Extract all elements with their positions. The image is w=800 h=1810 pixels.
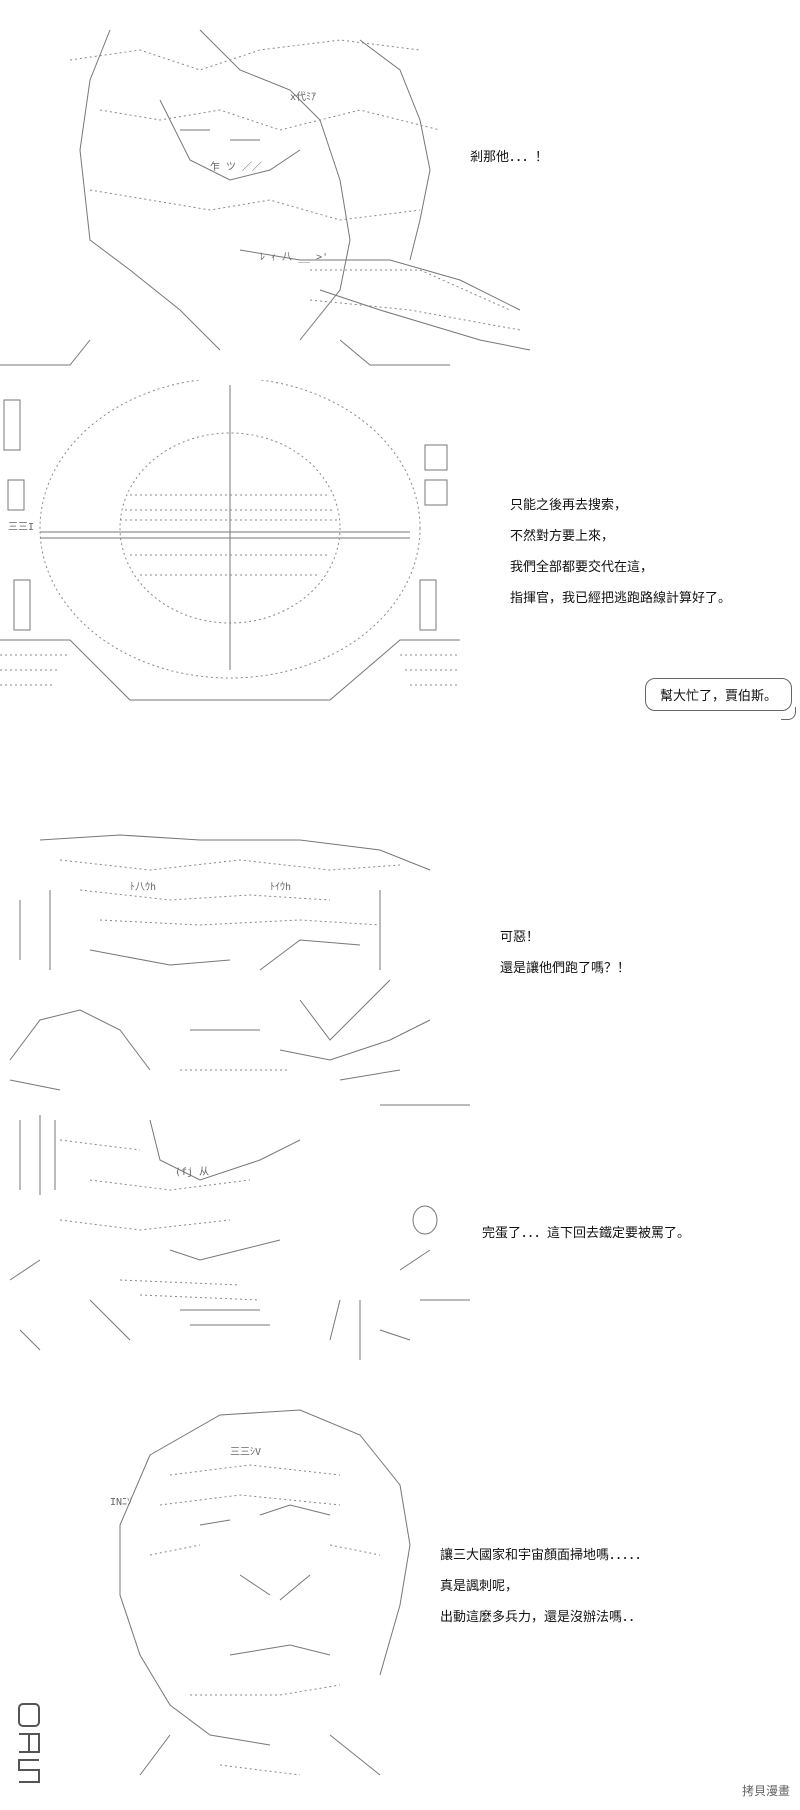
- dialog-line: 出動這麼多兵力，還是沒辦法嗎．．: [440, 1610, 642, 1625]
- dialog-line: 指揮官，我已經把逃跑路線計算好了。: [510, 591, 732, 606]
- svg-text:(fj 从: (fj 从: [175, 1167, 209, 1178]
- ascii-art-character-5: 三三ｼV INﾆｿ: [80, 1395, 440, 1795]
- panel-1: 乍 ツ ／／ ﾚ ｨ 八 __ >' x代ﾐｱ 剎那他．．．！: [0, 0, 800, 380]
- dialog-line: 不然對方要上來，: [510, 529, 615, 544]
- ascii-art-character-1: 乍 ツ ／／ ﾚ ｨ 八 __ >' x代ﾐｱ: [60, 10, 540, 380]
- svg-text:x代ﾐｱ: x代ﾐｱ: [290, 91, 316, 103]
- watermark: 拷貝漫畫: [741, 1784, 790, 1798]
- ascii-art-character-3: ﾄ八ｳh ﾄｲｳh: [0, 830, 450, 1100]
- svg-text:INﾆｿ: INﾆｿ: [110, 1497, 132, 1508]
- panel-3-dialog: 可惡！ 還是讓他們跑了嗎？！: [500, 922, 630, 984]
- ascii-art-scope: 三三I: [0, 380, 470, 710]
- dialog-line: 我們全部都要交代在這，: [510, 560, 654, 575]
- bubble-tail: [781, 707, 797, 720]
- dialog-line: 只能之後再去搜索，: [510, 498, 628, 513]
- panel-4: (fj 从 完蛋了．．．這下回去鐵定要被罵了。: [0, 1100, 800, 1390]
- svg-text:乍 ツ ／／: 乍 ツ ／／: [210, 160, 262, 173]
- dialog-line: 剎那他．．．！: [470, 150, 549, 165]
- panel-3: ﾄ八ｳh ﾄｲｳh 可惡！ 還是讓他們跑了嗎？！: [0, 830, 800, 1100]
- panel-2-dialog: 只能之後再去搜索， 不然對方要上來， 我們全部都要交代在這， 指揮官，我已經把逃…: [510, 490, 731, 614]
- bubble-text: 幫大忙了，賈伯斯。: [660, 689, 778, 704]
- panel-5-dialog: 讓三大國家和宇宙顏面掃地嗎．．．．． 真是諷刺呢， 出動這麼多兵力，還是沒辦法嗎…: [440, 1540, 648, 1633]
- dialog-line: 還是讓他們跑了嗎？！: [500, 961, 631, 976]
- panel-1-dialog: 剎那他．．．！: [470, 142, 548, 173]
- svg-text:三三ｼV: 三三ｼV: [230, 1447, 261, 1458]
- panel-4-dialog: 完蛋了．．．這下回去鐵定要被罵了。: [482, 1218, 690, 1249]
- svg-text:ﾄｲｳh: ﾄｲｳh: [270, 881, 291, 893]
- panel-5: 三三ｼV INﾆｿ 讓三大國家和宇宙顏面掃地嗎．．．．． 真是諷刺呢， 出動這麼…: [0, 1390, 800, 1810]
- svg-text:ﾄ八ｳh: ﾄ八ｳh: [130, 881, 156, 893]
- panel-1-bottom-frame: [0, 335, 470, 375]
- svg-text:ﾚ ｨ 八 __ >': ﾚ ｨ 八 __ >': [260, 252, 328, 263]
- dialog-line: 可惡！: [500, 930, 540, 945]
- dialog-line: 真是諷刺呢，: [440, 1579, 519, 1594]
- svg-text:三三I: 三三I: [8, 522, 34, 533]
- dialog-line: 讓三大國家和宇宙顏面掃地嗎．．．．．: [440, 1548, 649, 1563]
- panel-2: 三三I 只能之後再去搜索， 不然對方要上來， 我們全部都要交代在這， 指揮官，我…: [0, 380, 800, 720]
- ascii-art-character-4: (fj 从: [0, 1100, 480, 1380]
- speech-bubble: 幫大忙了，賈伯斯。: [645, 678, 797, 720]
- dm5-logo: [16, 1700, 42, 1790]
- dialog-line: 完蛋了．．．這下回去鐵定要被罵了。: [482, 1226, 691, 1241]
